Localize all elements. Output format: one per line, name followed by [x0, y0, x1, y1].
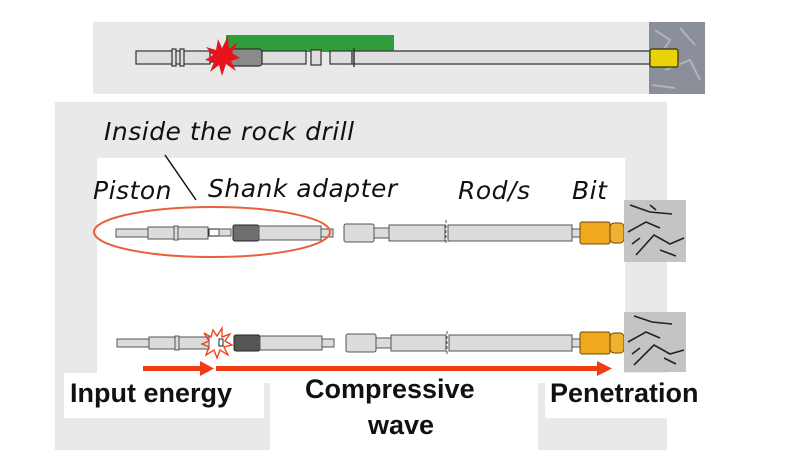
compressive-wave-arrow [216, 361, 612, 376]
top-bit [649, 48, 679, 68]
rock-1 [624, 200, 686, 262]
label-wave: wave [368, 410, 435, 440]
label-box-penetration [545, 373, 727, 418]
drill-2 [116, 333, 581, 353]
bit-1 [579, 221, 625, 245]
label-bit: Bit [572, 176, 608, 205]
label-box-compressive [270, 373, 538, 450]
rock-cracks-2 [627, 315, 685, 366]
label-rods: Rod/s [458, 176, 531, 205]
bit-2 [579, 331, 625, 355]
piston-shank-highlight-circle [93, 206, 331, 258]
annotation-pointer-line [164, 154, 197, 201]
label-penetration: Penetration [550, 378, 699, 408]
label-shank-adapter: Shank adapter [208, 174, 398, 203]
rock-2 [624, 312, 686, 372]
label-compressive: Compressive [305, 374, 475, 404]
drill-1 [115, 223, 581, 243]
impact-burst-icon [205, 36, 240, 76]
label-inside-rock-drill: Inside the rock drill [104, 117, 355, 146]
input-energy-arrow [143, 361, 214, 376]
impact-burst-icon-2 [200, 325, 234, 360]
stress-wave-bar [226, 35, 394, 52]
top-shank-adapter [227, 48, 353, 67]
label-input-energy: Input energy [70, 378, 233, 408]
rock-cracks-1 [627, 204, 685, 257]
label-box-input [64, 373, 264, 418]
label-piston: Piston [93, 176, 172, 205]
